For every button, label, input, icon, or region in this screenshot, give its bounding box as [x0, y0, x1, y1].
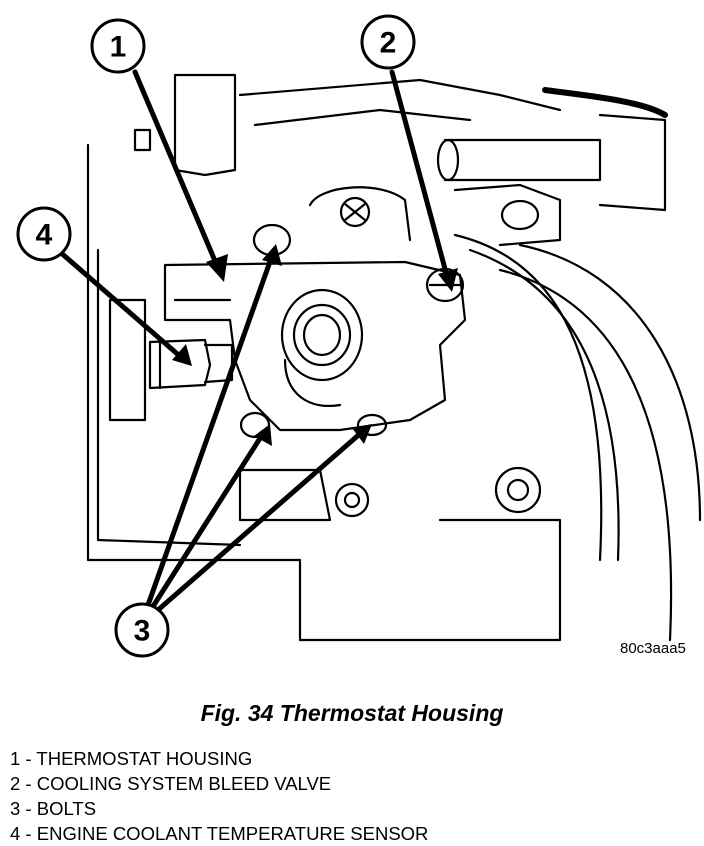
legend-label: BOLTS — [36, 798, 97, 819]
arrowhead-2 — [438, 268, 458, 292]
legend-number: 1 — [10, 748, 21, 769]
callout-circle-3 — [114, 602, 170, 658]
legend-item: 3 - BOLTS — [10, 796, 428, 821]
legend-separator: - — [20, 823, 37, 844]
leader-line-4 — [57, 249, 185, 361]
leader-line-1 — [132, 69, 221, 271]
callout-number-2: 2 — [380, 27, 397, 60]
legend-number: 2 — [10, 773, 21, 794]
callout-circle-4 — [16, 206, 72, 262]
upper-pipe — [443, 138, 602, 182]
arrowhead-3a — [262, 244, 282, 266]
leader-line-3c — [155, 429, 365, 613]
arrowhead-4 — [172, 344, 192, 366]
radiator-hose — [453, 233, 603, 562]
leader-line-2 — [389, 69, 451, 283]
large-hose — [498, 268, 673, 642]
arrowhead-3c — [352, 424, 372, 444]
legend: 1 - THERMOSTAT HOUSING 2 - COOLING SYSTE… — [10, 746, 428, 846]
callout-circle-1 — [90, 18, 146, 74]
legend-separator: - — [20, 798, 37, 819]
thermostat-housing-body — [163, 260, 467, 432]
callout-circle-2 — [360, 14, 416, 70]
legend-item: 4 - ENGINE COOLANT TEMPERATURE SENSOR — [10, 821, 428, 846]
legend-separator: - — [20, 748, 37, 769]
engine-illustration: 1 2 3 4 — [16, 14, 702, 658]
leader-line-3b — [149, 429, 267, 611]
legend-label: ENGINE COOLANT TEMPERATURE SENSOR — [36, 823, 429, 844]
engine-upper-edge — [173, 73, 237, 177]
figure-caption: Fig. 34 Thermostat Housing — [200, 700, 504, 726]
legend-number: 3 — [10, 798, 21, 819]
temperature-sensor — [148, 338, 212, 390]
leader-line-3a — [145, 253, 275, 608]
arrowhead-1 — [206, 254, 228, 282]
legend-label: THERMOSTAT HOUSING — [36, 748, 253, 769]
legend-item: 1 - THERMOSTAT HOUSING — [10, 746, 428, 771]
image-reference-code: 80c3aaa5 — [620, 640, 686, 657]
top-bolt — [339, 196, 371, 228]
callout-number-1: 1 — [110, 31, 127, 64]
legend-item: 2 - COOLING SYSTEM BLEED VALVE — [10, 771, 428, 796]
legend-label: COOLING SYSTEM BLEED VALVE — [36, 773, 332, 794]
callout-number-3: 3 — [134, 615, 151, 648]
arrowhead-3b — [254, 424, 272, 446]
callout-number-4: 4 — [36, 219, 53, 252]
engine-block-outline — [86, 143, 562, 642]
bolt-lower-right — [356, 413, 388, 437]
housing-outlet — [280, 288, 364, 382]
legend-number: 4 — [10, 823, 21, 844]
legend-separator: - — [20, 773, 37, 794]
